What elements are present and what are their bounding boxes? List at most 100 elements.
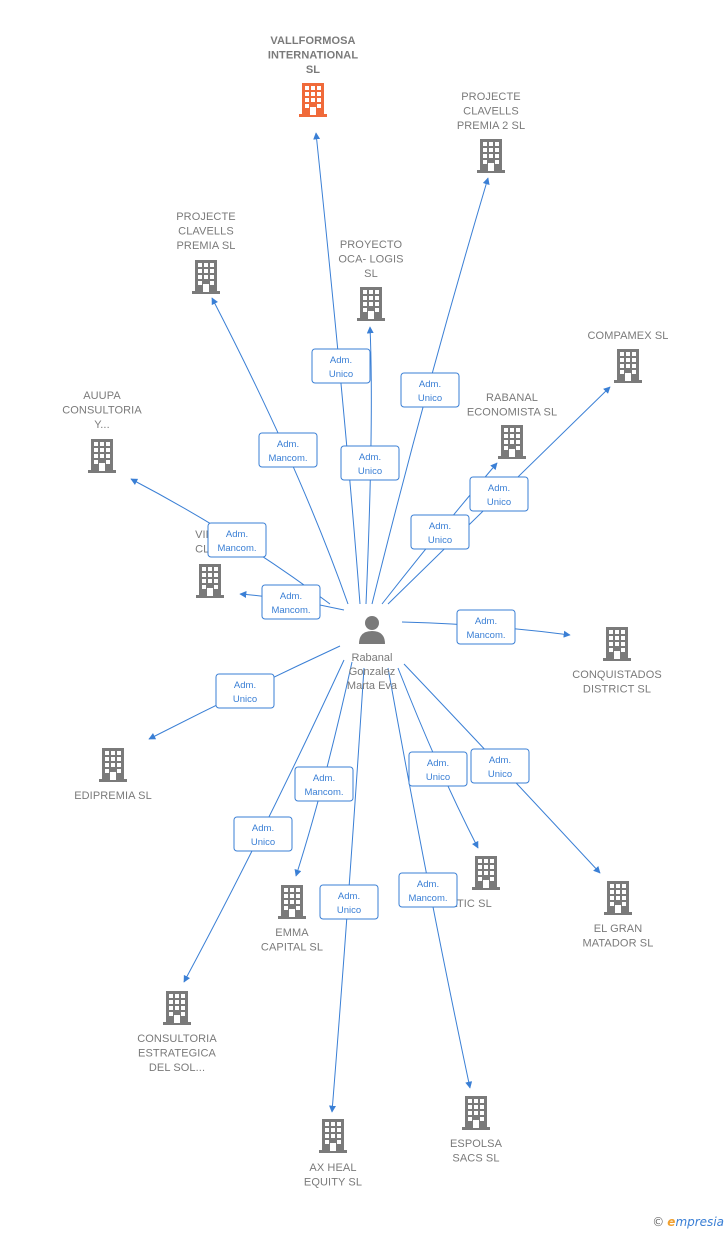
role-badge-box [408, 751, 468, 787]
building-icon [472, 856, 500, 890]
company-node-rabanal_eco[interactable]: RABANAL ECONOMISTA SL [467, 392, 557, 459]
building-icon [462, 1096, 490, 1130]
person-name-line: Rabanal [352, 652, 393, 664]
company-name-line: ESPOLSA [450, 1138, 503, 1150]
role-badge-vallformosa[interactable]: Adm.Unico [311, 348, 371, 384]
role-badge-box [400, 372, 460, 408]
brand-logo-text: mpresia [675, 1215, 724, 1229]
role-badge-granmatador[interactable]: Adm.Unico [470, 748, 530, 784]
company-name-line: CONSULTORIA [62, 405, 142, 417]
company-node-compamex[interactable]: COMPAMEX SL [588, 330, 669, 383]
company-name-line: SL [306, 64, 320, 76]
role-text: Adm. [234, 680, 256, 691]
role-badge-box [340, 445, 400, 481]
role-badge-box [261, 584, 321, 620]
company-name-line: SL [364, 268, 378, 280]
company-name-line: CAPITAL SL [261, 942, 323, 954]
role-text: Unico [358, 466, 382, 477]
person-name-line: Gonzalez [349, 666, 395, 678]
company-name-line: INTERNATIONAL [268, 50, 358, 62]
company-node-clavells2[interactable]: PROJECTE CLAVELLS PREMIA 2 SL [457, 91, 525, 173]
company-name-line: DEL SOL... [149, 1062, 205, 1074]
copyright-symbol: © [652, 1215, 665, 1229]
relation-edge-oca [365, 326, 374, 605]
empresia-brand[interactable]: ©empresia [652, 1215, 724, 1229]
role-text: Unico [426, 772, 450, 783]
role-badge-consultoria[interactable]: Adm.Unico [233, 816, 293, 852]
role-badge-tovoltic[interactable]: Adm. Unico [408, 751, 468, 787]
building-icon [604, 881, 632, 915]
company-name-line: Y... [94, 419, 110, 431]
role-text: Mancom. [304, 787, 343, 798]
role-text: Mancom. [271, 605, 310, 616]
role-text: Mancom. [466, 630, 505, 641]
role-text: Adm. [338, 891, 360, 902]
role-badge-vinid[interactable]: Adm.Mancom. [261, 584, 321, 620]
company-name-line: AUUPA [83, 390, 121, 402]
role-badge-edipremia[interactable]: Adm.Unico [215, 673, 275, 709]
role-badge-box [319, 884, 379, 920]
company-name-line: EQUITY SL [304, 1177, 362, 1189]
company-name-line: COMPAMEX SL [588, 330, 669, 342]
role-badge-compamex[interactable]: Adm.Unico [469, 476, 529, 512]
building-icon [88, 439, 116, 473]
company-name-line: CLAVELLS [178, 226, 234, 238]
role-badge-oca[interactable]: Adm. Unico [340, 445, 400, 481]
company-name-line: CLAVELLS [463, 106, 519, 118]
role-text: Mancom. [408, 893, 447, 904]
role-text: Adm. [427, 758, 449, 769]
role-badge-emma[interactable]: Adm.Mancom. [294, 766, 354, 802]
role-text: Unico [487, 497, 511, 508]
company-name-line: ECONOMISTA SL [467, 407, 557, 419]
company-name-line: PREMIA 2 SL [457, 120, 525, 132]
company-name-line: EDIPREMIA SL [74, 790, 152, 802]
role-badge-rabanal_eco[interactable]: Adm.Unico [410, 514, 470, 550]
role-badge-box [456, 609, 516, 645]
role-badge-box [258, 432, 318, 468]
company-name-line: RABANAL [486, 392, 538, 404]
building-icon [99, 748, 127, 782]
role-badge-esposa[interactable]: Adm.Mancom. [398, 872, 458, 908]
role-badge-axheal[interactable]: Adm. Unico [319, 884, 379, 920]
building-icon [357, 287, 385, 321]
relation-edge-vallformosa [313, 132, 361, 605]
building-icon [196, 564, 224, 598]
person-icon [359, 616, 385, 644]
role-badge-clavells[interactable]: Adm.Mancom. [258, 432, 318, 468]
building-icon [498, 425, 526, 459]
company-name-line: DISTRICT SL [583, 684, 651, 696]
role-badge-box [215, 673, 275, 709]
role-badge-box [311, 348, 371, 384]
building-icon [299, 83, 327, 117]
company-node-aupa[interactable]: AUUPA CONSULTORIA Y... [62, 390, 142, 473]
role-text: Adm. [359, 452, 381, 463]
role-text: Adm. [277, 439, 299, 450]
building-icon [614, 349, 642, 383]
role-badge-box [469, 476, 529, 512]
role-badge-aupa[interactable]: Adm.Mancom. [207, 522, 267, 558]
company-node-edipremia[interactable]: EDIPREMIA SL [74, 748, 152, 802]
brand-logo-e: e [667, 1215, 676, 1229]
role-badge-box [294, 766, 354, 802]
company-name-line: ESTRATEGICA [138, 1048, 216, 1060]
company-name-line: MATADOR SL [583, 938, 654, 950]
role-text: Adm. [419, 379, 441, 390]
role-text: Mancom. [217, 543, 256, 554]
role-badge-clavells2[interactable]: Adm.Unico [400, 372, 460, 408]
building-icon [477, 139, 505, 173]
role-badge-conquistados[interactable]: Adm.Mancom. [456, 609, 516, 645]
building-icon [192, 260, 220, 294]
role-text: Unico [337, 905, 361, 916]
company-name-line: PROJECTE [461, 91, 520, 103]
